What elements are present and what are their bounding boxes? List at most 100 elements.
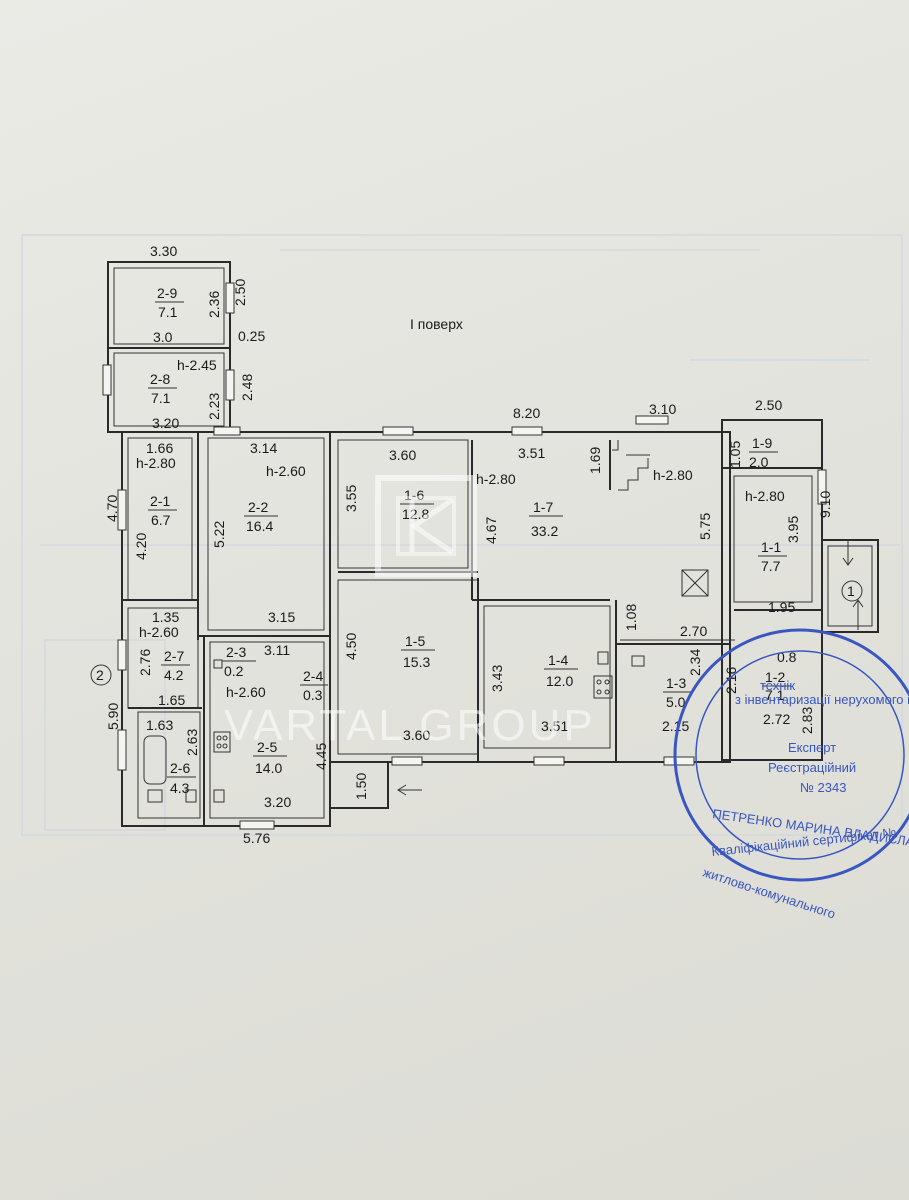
stamp-ring-top: з інвентаризації нерухомого майна [735,692,909,707]
dimension-label: 2.34 [687,649,703,676]
room-1-5-id: 1-5 [405,633,425,649]
dimension-label: 2.63 [184,729,200,756]
room-labels: 2-9 7.1 2-8 7.1 2-1 6.7 2-2 16.4 2-3 0.2… [148,285,791,796]
dimension-label: 3.15 [268,609,295,625]
dimension-label: 5.90 [105,703,121,730]
dimension-label: 2.72 [763,711,790,727]
dimension-label: 3.51 [518,445,545,461]
dimension-label: 4.45 [313,743,329,770]
room-2-7: 2-7 4.2 [161,648,190,683]
dimension-label: 3.10 [649,401,676,417]
dimension-label: 2.48 [239,374,255,401]
room-1-9-id: 1-9 [752,435,772,451]
room-2-2-id: 2-2 [248,499,268,515]
room-2-9-id: 2-9 [157,285,177,301]
dimension-label: 0.25 [238,328,265,344]
bathtub-icon [143,735,197,803]
room-1-1-area: 7.7 [761,558,781,574]
height-label: h-2.80 [476,471,516,487]
height-label: h-2.80 [136,455,176,471]
stove-icon [213,675,613,753]
dimension-label: 4.50 [343,633,359,660]
dimension-label: 2.70 [680,623,707,639]
room-1-5: 1-5 15.3 [401,633,435,670]
dimension-label: 2.50 [755,397,782,413]
dimension-label: 3.20 [152,415,179,431]
dimension-label: 2.76 [137,649,153,676]
stamp-ring-bottom: житлово-комунального [701,865,837,922]
room-1-2: 1-2 7.1 [762,669,791,703]
dimension-label: 9.10 [817,491,833,518]
height-label: h-2.60 [266,463,306,479]
dimension-label: 3.14 [250,440,277,456]
room-2-1-area: 6.7 [151,512,171,528]
entrance-1-marker: 1 [841,580,863,602]
watermark: VARTAL GROUP [224,475,596,750]
stamp-number: № 2343 [800,780,846,795]
height-label: h-2.45 [177,357,217,373]
certification-stamp: технік з інвентаризації нерухомого майна… [673,628,909,922]
dimension-label: 1.05 [727,441,743,468]
room-1-1-id: 1-1 [761,539,781,555]
dimension-label: 1.50 [353,773,369,800]
dimension-label: 2.36 [206,291,222,318]
dimension-label: 1.95 [768,599,795,615]
room-2-8: 2-8 7.1 [148,371,177,406]
room-2-4-id: 2-4 [303,668,323,684]
room-1-5-area: 15.3 [403,654,430,670]
floor-title: I поверх [410,316,463,332]
room-2-8-area: 7.1 [151,390,171,406]
ceiling-heights: h-2.45 h-2.80 h-2.60 h-2.60 h-2.60 h-2.8… [136,357,785,700]
dimension-label: 3.51 [541,718,568,734]
room-1-4-id: 1-4 [548,652,568,668]
dimensions: 3.30 2.36 2.50 3.0 0.25 2.23 2.48 3.20 1… [104,243,833,846]
room-2-3: 2-3 0.2 [222,644,256,679]
dimension-label: 3.60 [403,727,430,743]
ghost-lines [21,234,903,836]
entrance-2-marker: 2 [90,664,112,686]
room-2-6-id: 2-6 [170,760,190,776]
room-1-7-id: 1-7 [533,499,553,515]
dimension-label: 3.55 [343,485,359,512]
dimension-label: 3.60 [389,447,416,463]
height-label: h-2.60 [226,684,266,700]
entrance-arrows [397,540,864,796]
room-2-1: 2-1 6.7 [148,493,177,528]
height-label: h-2.60 [139,624,179,640]
boiler-icon [681,569,709,597]
dimension-label: 3.20 [264,794,291,810]
dimension-label: 4.67 [483,517,499,544]
room-1-2-id: 1-2 [765,669,785,685]
dimension-label: 1.69 [587,447,603,474]
entrance-1-label: 1 [847,583,855,599]
room-1-2-area: 7.1 [765,687,785,703]
dimension-label: 1.65 [158,692,185,708]
dimension-label: 2.16 [723,667,739,694]
room-2-2-area: 16.4 [246,518,273,534]
room-2-5-id: 2-5 [257,739,277,755]
dimension-label: 2.23 [206,393,222,420]
dimension-label: 5.75 [697,513,713,540]
room-1-3: 1-3 5.0 [663,675,692,710]
room-1-3-id: 1-3 [666,675,686,691]
height-label: h-2.80 [653,467,693,483]
windows [102,282,827,830]
dimension-label: 1.66 [146,440,173,456]
room-1-4: 1-4 12.0 [544,652,578,689]
watermark-text: VARTAL GROUP [224,701,596,750]
stamp-tech: технік [760,678,795,693]
room-2-9-area: 7.1 [158,304,178,320]
room-2-1-id: 2-1 [150,493,170,509]
dimension-label: 1.35 [152,609,179,625]
dimension-label: 8.20 [513,405,540,421]
dimension-label: 2.50 [232,279,248,306]
room-1-1: 1-1 7.7 [758,539,787,574]
dimension-label: 4.70 [104,495,120,522]
sink-icon [213,651,645,803]
room-2-3-area: 0.2 [224,663,244,679]
dimension-label: 1.63 [146,717,173,733]
room-2-5: 2-5 14.0 [253,739,287,776]
dimension-label: 1.08 [623,604,639,631]
